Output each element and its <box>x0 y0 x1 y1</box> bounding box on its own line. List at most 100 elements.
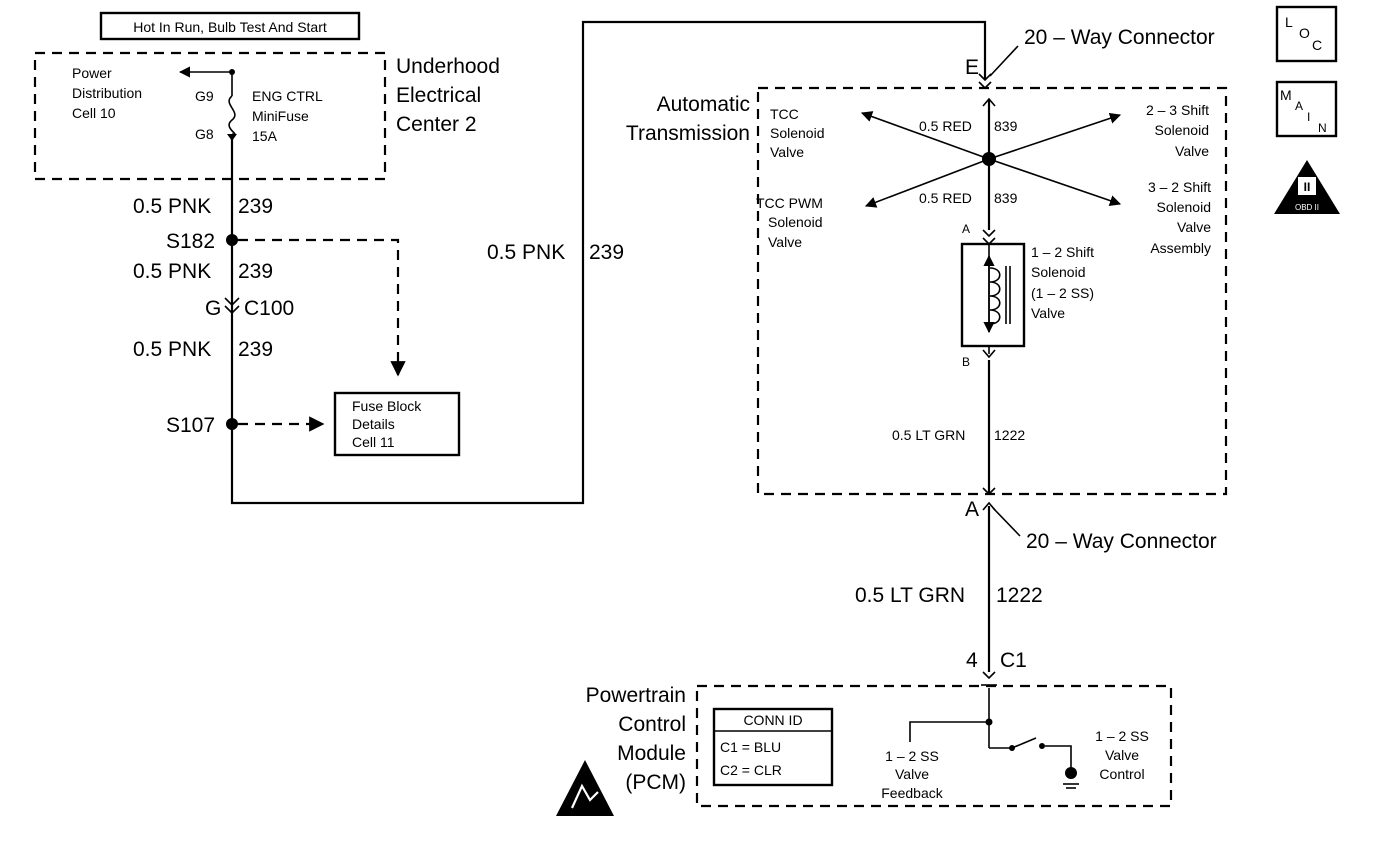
solenoid-pin-a: A <box>962 222 970 236</box>
svg-text:239: 239 <box>238 260 273 283</box>
shift-12-solenoid-label: 1 – 2 Shift <box>1031 244 1094 260</box>
svg-text:MiniFuse: MiniFuse <box>252 108 309 124</box>
svg-text:Valve: Valve <box>1105 747 1139 763</box>
svg-text:Solenoid: Solenoid <box>768 214 823 230</box>
svg-text:839: 839 <box>994 118 1018 134</box>
fuse-terminal-g9: G9 <box>195 88 214 104</box>
bottom-connector-pin: A <box>965 498 979 521</box>
conn-id-c1: C1 = BLU <box>720 739 781 755</box>
wire-label-pnk-3: 0.5 PNK <box>133 338 211 361</box>
svg-text:239: 239 <box>238 338 273 361</box>
svg-text:Solenoid: Solenoid <box>770 125 825 141</box>
automatic-transmission: Automatic Transmission 0.5 RED 839 0.5 R… <box>626 86 1228 496</box>
svg-text:Solenoid: Solenoid <box>1155 122 1210 138</box>
svg-text:Fuse Block: Fuse Block <box>352 398 422 414</box>
valve-control-label: 1 – 2 SS <box>1095 728 1149 744</box>
powertrain-control-module: Powertrain Control Module (PCM) CONN ID … <box>586 684 1173 808</box>
svg-text:Control: Control <box>618 713 686 736</box>
splice-s107-label: S107 <box>166 414 215 437</box>
pnk-239-circuit: 0.5 PNK 239 S182 0.5 PNK 239 G C100 0.5 … <box>133 20 987 505</box>
splice-s107-dot <box>226 418 238 430</box>
fuse-terminal-g8: G8 <box>195 126 214 142</box>
underhood-electrical-center: Underhood Electrical Center 2 Power Dist… <box>33 51 500 181</box>
underhood-title-line-3: Center 2 <box>396 113 477 136</box>
svg-text:(1 – 2 SS): (1 – 2 SS) <box>1031 285 1094 301</box>
svg-text:Details: Details <box>352 416 395 432</box>
c100-pin-label: G <box>205 297 221 320</box>
solenoid-pin-b: B <box>962 355 970 369</box>
c100-connector-label: C100 <box>244 297 294 320</box>
wire-label-pnk-long: 0.5 PNK <box>487 241 565 264</box>
svg-text:839: 839 <box>994 190 1018 206</box>
pcm-title-line-1: Powertrain <box>586 684 686 707</box>
valve-feedback-label: 1 – 2 SS <box>885 748 939 764</box>
tcc-pwm-solenoid-label: TCC PWM <box>756 195 823 211</box>
bottom-connector-label: 20 – Way Connector <box>1026 530 1217 553</box>
svg-text:15A: 15A <box>252 128 278 144</box>
svg-text:Valve: Valve <box>770 144 804 160</box>
svg-text:Control: Control <box>1099 766 1144 782</box>
svg-text:Assembly: Assembly <box>1150 240 1211 256</box>
wire-label-pnk-1: 0.5 PNK <box>133 195 211 218</box>
wire-label-red-bottom: 0.5 RED <box>919 190 972 206</box>
svg-text:Valve: Valve <box>1175 143 1209 159</box>
top-20-way-connector: E 20 – Way Connector <box>965 26 1215 90</box>
shift-32-solenoid-label: 3 – 2 Shift <box>1148 179 1211 195</box>
svg-text:Hot In Run, Bulb Test And Star: Hot In Run, Bulb Test And Start <box>133 19 327 35</box>
svg-text:Solenoid: Solenoid <box>1157 199 1212 215</box>
svg-text:Valve: Valve <box>1177 219 1211 235</box>
wire-label-pnk-2: 0.5 PNK <box>133 260 211 283</box>
svg-text:OBD II: OBD II <box>1295 203 1319 212</box>
svg-text:1222: 1222 <box>996 584 1043 607</box>
switch-icon <box>1011 737 1037 749</box>
conn-id-header: CONN ID <box>743 712 802 728</box>
wire-label-ltgrn-inner: 0.5 LT GRN <box>892 427 965 443</box>
solenoid-coil-icon <box>989 267 1001 325</box>
underhood-title-line-2: Electrical <box>396 84 481 107</box>
loc-badge-icon: L O C <box>1275 5 1338 63</box>
svg-text:1222: 1222 <box>994 427 1025 443</box>
svg-text:Cell 11: Cell 11 <box>352 434 395 450</box>
svg-text:N: N <box>1318 121 1327 135</box>
power-distribution-label: Power <box>72 65 112 81</box>
splice-s182-dot <box>226 234 238 246</box>
svg-text:Distribution: Distribution <box>72 85 142 101</box>
svg-text:Solenoid: Solenoid <box>1031 264 1086 280</box>
bottom-20-way-connector: A 20 – Way Connector <box>965 487 1217 553</box>
pcm-connector-c1: C1 <box>1000 649 1027 672</box>
fuse-block-details-box: Fuse Block Details Cell 11 <box>333 391 461 457</box>
underhood-title-line-1: Underhood <box>396 55 500 78</box>
main-badge-icon: M A I N <box>1275 80 1338 138</box>
fuse-label: ENG CTRL <box>252 88 323 104</box>
shift-23-solenoid-label: 2 – 3 Shift <box>1146 102 1209 118</box>
ground-icon <box>1065 767 1077 779</box>
pcm-pin-number: 4 <box>966 649 978 672</box>
c100-connector-icon <box>224 297 240 315</box>
svg-text:I: I <box>1307 110 1310 124</box>
svg-text:A: A <box>1295 99 1303 113</box>
svg-text:Module: Module <box>617 742 686 765</box>
esd-warning-icon <box>556 760 614 816</box>
conn-id-table: CONN ID C1 = BLU C2 = CLR <box>712 707 834 787</box>
svg-text:C: C <box>1312 37 1322 53</box>
transmission-title-line-1: Automatic <box>657 93 750 116</box>
top-connector-pin: E <box>965 56 979 79</box>
minifuse-icon <box>228 95 236 136</box>
svg-text:Valve: Valve <box>768 234 802 250</box>
svg-text:Valve: Valve <box>1031 305 1065 321</box>
wire-label-ltgrn-outer: 0.5 LT GRN <box>855 584 965 607</box>
tcc-solenoid-label: TCC <box>770 106 799 122</box>
svg-text:Valve: Valve <box>895 766 929 782</box>
top-connector-label: 20 – Way Connector <box>1024 26 1215 49</box>
svg-text:II: II <box>1304 180 1311 194</box>
transmission-title-line-2: Transmission <box>626 122 750 145</box>
power-source-label: Hot In Run, Bulb Test And Start <box>99 11 361 41</box>
conn-id-c2: C2 = CLR <box>720 762 782 778</box>
svg-text:(PCM): (PCM) <box>625 771 686 794</box>
wire-label-red-top: 0.5 RED <box>919 118 972 134</box>
svg-text:239: 239 <box>589 241 624 264</box>
svg-text:M: M <box>1280 87 1292 103</box>
obd-ii-badge-icon: II OBD II <box>1274 160 1340 214</box>
svg-text:239: 239 <box>238 195 273 218</box>
